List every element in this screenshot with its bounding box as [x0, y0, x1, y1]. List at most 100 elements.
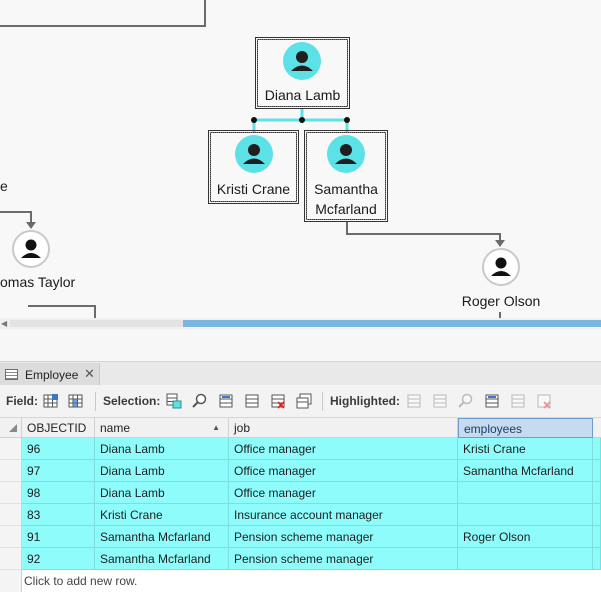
- sort-icon: ▲: [212, 423, 220, 432]
- row-gutter[interactable]: [0, 460, 22, 482]
- toolbar-separator: [95, 392, 96, 411]
- highlighted-label: Highlighted:: [330, 394, 400, 408]
- horizontal-scrollbar[interactable]: ◀: [0, 318, 601, 329]
- column-header-name[interactable]: name ▲: [95, 418, 229, 438]
- link-handle-right[interactable]: [344, 117, 350, 123]
- cell-employees[interactable]: [458, 482, 593, 504]
- corner-triangle-icon: [9, 424, 17, 432]
- calculate-field-icon[interactable]: [68, 393, 84, 409]
- node-diana-lamb[interactable]: Diana Lamb: [255, 37, 350, 109]
- person-icon: [12, 230, 50, 268]
- close-icon[interactable]: ✕: [84, 366, 95, 381]
- cell-employees[interactable]: Kristi Crane: [458, 438, 593, 460]
- add-field-icon[interactable]: [43, 393, 59, 409]
- cell-filler: [593, 438, 601, 460]
- cell-name[interactable]: Diana Lamb: [95, 460, 229, 482]
- row-gutter[interactable]: [0, 504, 22, 526]
- row-gutter[interactable]: [0, 548, 22, 570]
- delete-selection-icon[interactable]: [270, 393, 286, 409]
- tab-label: Employee: [25, 368, 79, 382]
- cell-employees[interactable]: [458, 548, 593, 570]
- select-by-attributes-icon[interactable]: [166, 393, 182, 409]
- cell-name[interactable]: Samantha Mcfarland: [95, 526, 229, 548]
- node-roger-olson[interactable]: Roger Olson: [455, 248, 547, 310]
- cell-job[interactable]: Office manager: [229, 460, 458, 482]
- pane-splitter[interactable]: [0, 329, 601, 361]
- cell-objectid[interactable]: 97: [22, 460, 95, 482]
- cell-employees[interactable]: Samantha Mcfarland: [458, 460, 593, 482]
- cell-employees[interactable]: [458, 504, 593, 526]
- highlight-clear-icon[interactable]: [510, 393, 526, 409]
- link-to-thomas-arrow: [26, 222, 36, 229]
- highlight-zoom-icon[interactable]: [458, 393, 474, 409]
- zoom-to-selection-icon[interactable]: [192, 393, 208, 409]
- cell-objectid[interactable]: 91: [22, 526, 95, 548]
- highlight-unhighlight-icon[interactable]: [432, 393, 448, 409]
- attribute-table[interactable]: OBJECTID * name ▲ job employees 96Diana …: [0, 418, 601, 604]
- column-header-employees[interactable]: employees: [458, 418, 593, 438]
- field-label: Field:: [6, 394, 38, 408]
- link-to-roger: [346, 222, 501, 240]
- person-icon: [283, 42, 321, 80]
- column-header-objectid[interactable]: OBJECTID *: [22, 418, 95, 455]
- link-handle-left[interactable]: [251, 117, 257, 123]
- cell-job[interactable]: Pension scheme manager: [229, 548, 458, 570]
- cell-filler: [593, 548, 601, 570]
- selection-box-diana: [255, 37, 350, 109]
- add-row[interactable]: Click to add new row.: [0, 570, 601, 592]
- cell-objectid[interactable]: 96: [22, 438, 95, 460]
- node-label: Kristi Crane: [216, 181, 291, 197]
- select-all-corner[interactable]: [0, 418, 22, 438]
- node-samantha-mcfarland[interactable]: Samantha Mcfarland: [304, 130, 388, 222]
- row-gutter[interactable]: [0, 482, 22, 504]
- person-icon: [235, 135, 273, 173]
- cell-employees[interactable]: Roger Olson: [458, 526, 593, 548]
- tab-employee[interactable]: Employee ✕: [0, 363, 100, 386]
- table-icon: [5, 369, 18, 380]
- cell-job[interactable]: Pension scheme manager: [229, 526, 458, 548]
- link-to-thomas: [0, 211, 32, 222]
- scrollbar-thumb[interactable]: [183, 320, 601, 327]
- highlight-reorder-icon[interactable]: [484, 393, 500, 409]
- cell-objectid[interactable]: 98: [22, 482, 95, 504]
- link-thomas-down: [28, 305, 96, 320]
- cell-filler: [593, 482, 601, 504]
- switch-selection-icon[interactable]: [218, 393, 234, 409]
- add-row-text: Click to add new row.: [24, 574, 138, 588]
- copy-selection-icon[interactable]: [296, 393, 312, 409]
- cell-name[interactable]: Samantha Mcfarland: [95, 548, 229, 570]
- column-header-job[interactable]: job: [229, 418, 458, 438]
- diagram-canvas[interactable]: e Diana Lamb Kristi Crane Samantha Mcfar…: [0, 0, 601, 320]
- node-kristi-crane[interactable]: Kristi Crane: [208, 130, 299, 204]
- highlight-delete-icon[interactable]: [536, 393, 552, 409]
- cell-objectid[interactable]: 92: [22, 548, 95, 570]
- person-icon: [327, 135, 365, 173]
- row-gutter[interactable]: [0, 526, 22, 548]
- cell-name[interactable]: Diana Lamb: [95, 438, 229, 460]
- cell-job[interactable]: Office manager: [229, 438, 458, 460]
- row-gutter: [0, 570, 22, 592]
- clear-selection-icon[interactable]: [244, 393, 260, 409]
- table-header: OBJECTID * name ▲ job employees: [0, 418, 601, 455]
- scroll-left-icon[interactable]: ◀: [1, 319, 8, 328]
- cell-job[interactable]: Insurance account manager: [229, 504, 458, 526]
- node-label: Roger Olson: [461, 293, 541, 309]
- link-handle-center[interactable]: [299, 117, 305, 123]
- table-tab-bar: Employee ✕: [0, 361, 601, 386]
- person-icon: [482, 248, 520, 286]
- cell-filler: [593, 460, 601, 482]
- selection-box-samantha: [304, 130, 388, 222]
- row-gutter[interactable]: [0, 438, 22, 460]
- node-thomas-taylor[interactable]: omas Taylor: [0, 230, 80, 292]
- cell-name[interactable]: Diana Lamb: [95, 482, 229, 504]
- highlight-switch-icon[interactable]: [406, 393, 422, 409]
- cell-name[interactable]: Kristi Crane: [95, 504, 229, 526]
- cell-job[interactable]: Office manager: [229, 482, 458, 504]
- cell-objectid[interactable]: 83: [22, 504, 95, 526]
